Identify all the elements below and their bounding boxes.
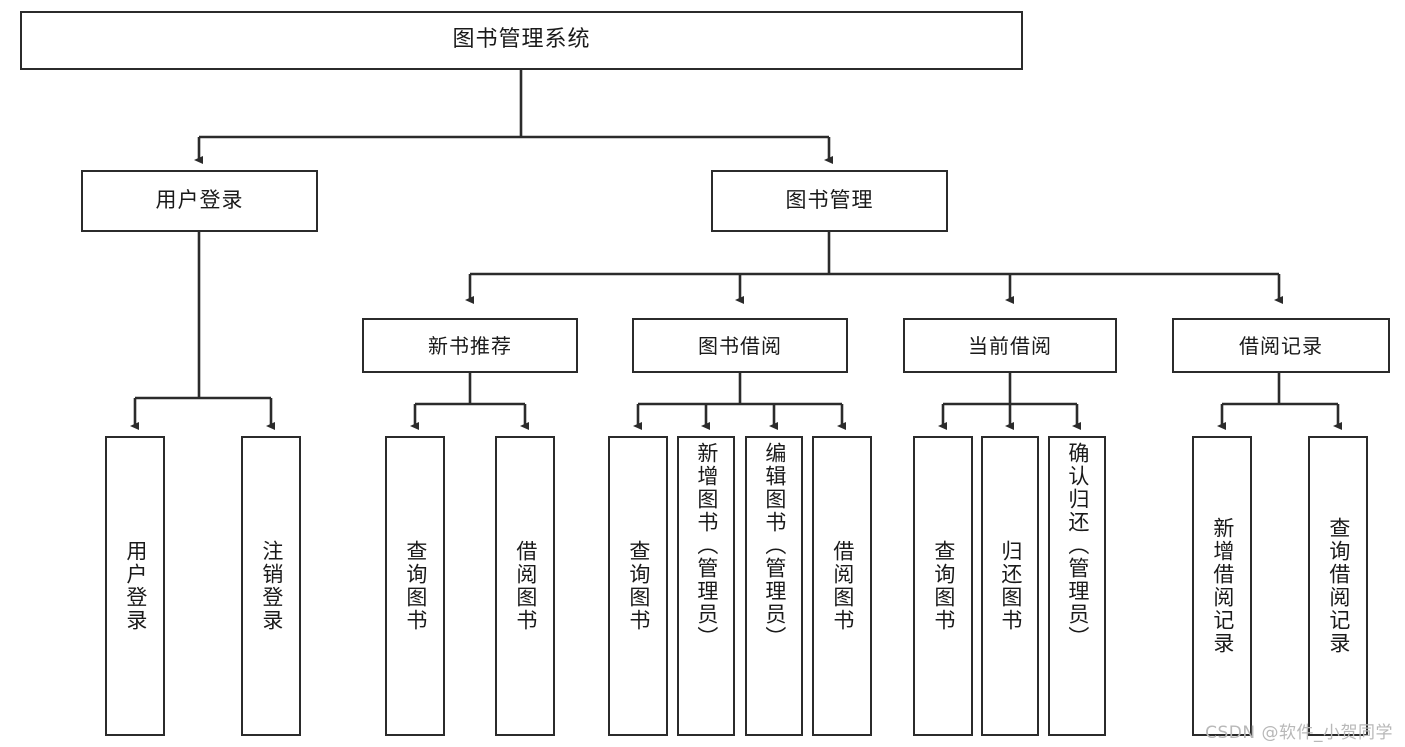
leaf-label: 查询图书 xyxy=(626,540,651,632)
leaf-current-borrow-query-book[interactable]: 查询图书 xyxy=(913,436,973,736)
leaf-book-borrow-query-book[interactable]: 查询图书 xyxy=(608,436,668,736)
node-label: 图书管理系统 xyxy=(452,27,591,53)
leaf-label: 借阅图书 xyxy=(513,540,538,632)
leaf-label: 用户登录 xyxy=(123,540,148,632)
leaf-label: 新增借阅记录 xyxy=(1210,517,1235,655)
leaf-book-borrow-edit-book-admin[interactable]: 编辑图书（管理员） xyxy=(745,436,803,736)
leaf-new-book-query-book[interactable]: 查询图书 xyxy=(385,436,445,736)
leaf-label: 确认归还（管理员） xyxy=(1065,442,1090,649)
node-label: 图书管理 xyxy=(785,188,874,213)
node-book-management-system[interactable]: 图书管理系统 xyxy=(20,11,1023,70)
watermark-text: CSDN @软件_小贺同学 xyxy=(1205,723,1393,743)
leaf-current-borrow-confirm-return-admin[interactable]: 确认归还（管理员） xyxy=(1048,436,1106,736)
node-label: 图书借阅 xyxy=(698,333,782,358)
leaf-label: 编辑图书（管理员） xyxy=(762,442,787,649)
node-book-borrow[interactable]: 图书借阅 xyxy=(632,318,848,373)
leaf-label: 查询图书 xyxy=(931,540,956,632)
leaf-current-borrow-return-book[interactable]: 归还图书 xyxy=(981,436,1039,736)
node-label: 用户登录 xyxy=(155,188,244,213)
node-label: 当前借阅 xyxy=(968,333,1052,358)
leaf-label: 注销登录 xyxy=(259,540,284,632)
node-label: 借阅记录 xyxy=(1239,333,1323,358)
leaf-label: 查询借阅记录 xyxy=(1326,517,1351,655)
leaf-book-borrow-borrow-book[interactable]: 借阅图书 xyxy=(812,436,872,736)
node-new-book-recommend[interactable]: 新书推荐 xyxy=(362,318,578,373)
leaf-user-login-logout[interactable]: 注销登录 xyxy=(241,436,301,736)
node-borrow-record[interactable]: 借阅记录 xyxy=(1172,318,1390,373)
leaf-user-login-login[interactable]: 用户登录 xyxy=(105,436,165,736)
leaf-book-borrow-add-book-admin[interactable]: 新增图书（管理员） xyxy=(677,436,735,736)
node-user-login[interactable]: 用户登录 xyxy=(81,170,318,232)
leaf-borrow-record-query-record[interactable]: 查询借阅记录 xyxy=(1308,436,1368,736)
leaf-label: 查询图书 xyxy=(403,540,428,632)
leaf-new-book-borrow-book[interactable]: 借阅图书 xyxy=(495,436,555,736)
leaf-label: 新增图书（管理员） xyxy=(694,442,719,649)
node-book-management[interactable]: 图书管理 xyxy=(711,170,948,232)
leaf-label: 归还图书 xyxy=(998,540,1023,632)
leaf-label: 借阅图书 xyxy=(830,540,855,632)
node-current-borrow[interactable]: 当前借阅 xyxy=(903,318,1117,373)
leaf-borrow-record-add-record[interactable]: 新增借阅记录 xyxy=(1192,436,1252,736)
node-label: 新书推荐 xyxy=(428,333,512,358)
